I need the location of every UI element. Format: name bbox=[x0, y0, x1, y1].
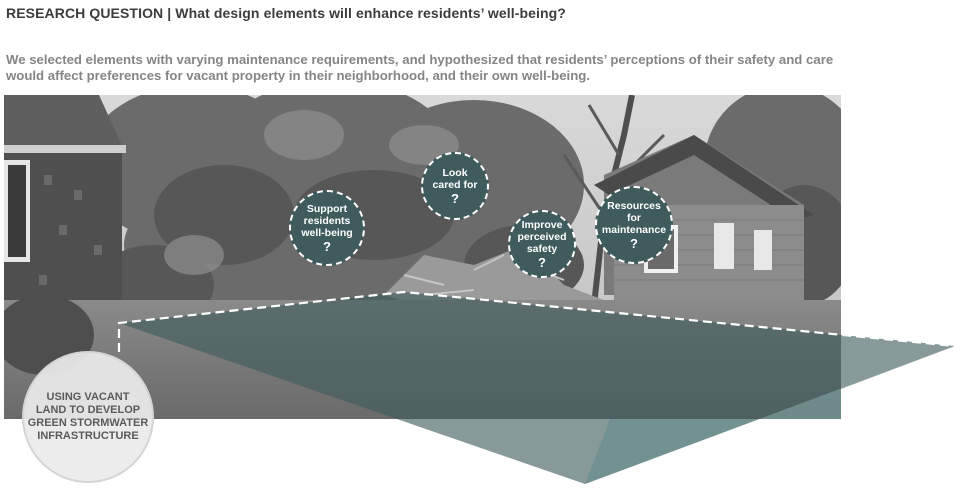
bubble-line: Resources bbox=[607, 200, 661, 212]
question-mark: ? bbox=[538, 255, 546, 270]
badge-line: GREEN STORMWATER bbox=[27, 417, 149, 429]
bubble-line: residents bbox=[303, 215, 351, 227]
green-infrastructure-badge: USING VACANT LAND TO DEVELOP GREEN STORM… bbox=[22, 351, 154, 483]
intro-line: would affect preferences for vacant prop… bbox=[6, 68, 590, 83]
site-plane-outside-photo bbox=[585, 346, 955, 484]
bubble-look-cared-for: Look cared for ? bbox=[421, 152, 489, 220]
bubble-resources-maintenance: Resources for maintenance ? bbox=[595, 186, 673, 264]
site-plane bbox=[119, 292, 955, 484]
bubble-line: maintenance bbox=[601, 224, 667, 236]
bubble-line: safety bbox=[526, 243, 558, 255]
site-plane-dashed-edge bbox=[117, 290, 956, 352]
bubble-improve-safety: Improve perceived safety ? bbox=[508, 210, 576, 278]
question-mark: ? bbox=[630, 236, 638, 251]
page-title: RESEARCH QUESTION | What design elements… bbox=[6, 5, 566, 21]
badge-line: INFRASTRUCTURE bbox=[37, 430, 139, 442]
bubble-line: well-being bbox=[301, 227, 353, 239]
bubble-support-well-being: Support residents well-being ? bbox=[289, 190, 365, 266]
bubble-line: Look bbox=[442, 167, 468, 179]
bubble-line: for bbox=[627, 212, 641, 224]
intro-line: We selected elements with varying mainte… bbox=[6, 52, 834, 67]
bubble-line: perceived bbox=[517, 231, 567, 243]
intro-text: We selected elements with varying mainte… bbox=[6, 52, 846, 84]
question-mark: ? bbox=[323, 239, 331, 254]
badge-line: LAND TO DEVELOP bbox=[35, 404, 141, 416]
question-mark: ? bbox=[451, 191, 459, 206]
bubble-line: cared for bbox=[432, 179, 478, 191]
bubble-line: Improve bbox=[521, 219, 563, 231]
bubble-line: Support bbox=[306, 203, 348, 215]
badge-line: USING VACANT bbox=[46, 391, 130, 403]
